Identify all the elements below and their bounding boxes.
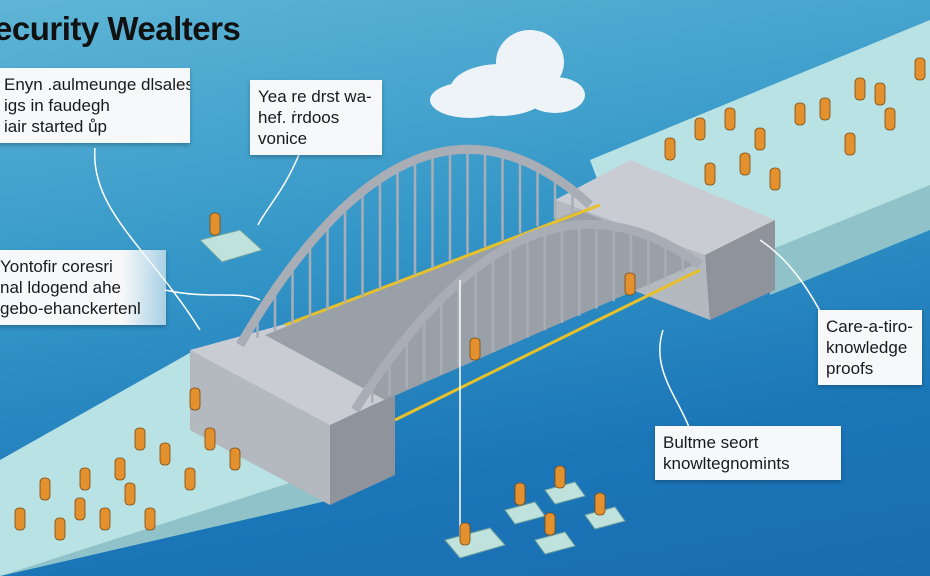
callout-line: Yea re drst wa- [258,87,372,106]
callout-line: Enyn .aulmeunge dlsales [4,75,190,94]
callout-line: knowledge [826,338,908,357]
figure [554,465,566,489]
figure [54,517,66,541]
figure [739,152,751,176]
figure [514,482,526,506]
figure [14,507,26,531]
callout-line: gebo-ehanckertenl [0,299,141,318]
callout-line: iair started ůp [4,117,107,136]
figure [459,522,471,546]
figure [134,427,146,451]
figure [209,212,221,236]
figure [229,447,241,471]
page-title: ecurity Wealters [0,10,241,47]
figure [544,512,556,536]
bridge-pier-left [190,320,395,505]
bridge-arches [236,144,703,413]
callout-line: hef. ṙrdoos [258,108,340,127]
figure [624,272,636,296]
figure [189,387,201,411]
figure [794,102,806,126]
callout-line: proofs [826,359,874,378]
callout-line: igs in faudegh [4,96,110,115]
figure [144,507,156,531]
figure [594,492,606,516]
figure [39,477,51,501]
callout-line: Bultme seort [663,433,759,452]
callout-bottom: Bultme seort knowltegnomints [655,426,841,480]
leader-lines [94,147,831,540]
callout-line: nal ldogend ahe [0,278,122,297]
callout-mid-left: Yontofir coresri nal ldogend ahe gebo-eh… [0,250,166,325]
figure [724,107,736,131]
figure [664,137,676,161]
callout-right: Care-a-tiro- knowledge proofs [818,310,922,385]
crowd-figures [14,57,926,546]
figure [184,467,196,491]
road-left-edge [0,470,330,576]
callout-line: vonice [258,129,308,148]
figure [159,442,171,466]
figure [874,82,886,106]
figure [74,497,86,521]
figure [854,77,866,101]
figure [79,467,91,491]
figure [694,117,706,141]
callout-line: knowltegnomints [663,454,790,473]
figure [754,127,766,151]
figure [114,457,126,481]
callout-line: Care-a-tiro- [826,317,913,336]
figure [704,162,716,186]
callout-line: Yontofir coresri [0,257,113,276]
road-right-edge [770,185,930,295]
figure [469,337,481,361]
bridge-deck [265,210,700,400]
figure [204,427,216,451]
cloud-icon [430,30,585,118]
figure [769,167,781,191]
figure [819,97,831,121]
figure [884,107,896,131]
figure [99,507,111,531]
figure [914,57,926,81]
callout-top-center: Yea re drst wa- hef. ṙrdoos vonice [250,80,382,155]
figure [124,482,136,506]
figure [844,132,856,156]
callout-top-left: Enyn .aulmeunge dlsales igs in faudegh i… [0,68,190,143]
